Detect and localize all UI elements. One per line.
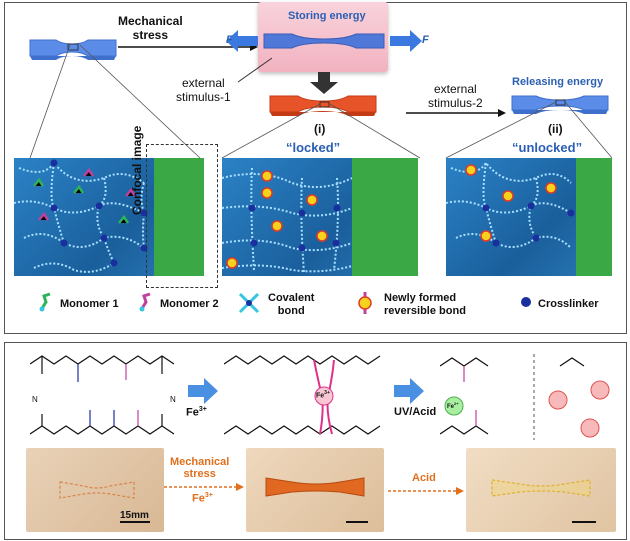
mechanical-stress-photo-label: Mechanical stress bbox=[170, 456, 230, 480]
monomer2-icon bbox=[139, 292, 151, 312]
stimulus-1-connector bbox=[237, 57, 273, 83]
photo-acid bbox=[466, 448, 616, 532]
network-image-locked bbox=[222, 158, 418, 276]
photo-fe3 bbox=[246, 448, 384, 532]
fe3-photo-text: Fe bbox=[192, 492, 205, 505]
force-arrow-left-icon bbox=[226, 30, 258, 52]
fe3-label: Fe3+ bbox=[186, 406, 207, 419]
scale-label: 15mm bbox=[120, 510, 149, 521]
state-ii-label: (ii) bbox=[548, 122, 563, 136]
products-structures bbox=[440, 354, 610, 440]
arrow-down-icon bbox=[310, 72, 338, 94]
photo-original bbox=[26, 448, 164, 532]
reversible-bond-icon bbox=[358, 292, 372, 314]
chem-structure-2 bbox=[224, 355, 381, 435]
ion-fe3-bound: Fe3+ bbox=[316, 390, 330, 399]
legend-covalent-bond: Covalent bond bbox=[268, 292, 315, 317]
chem-structure-1: N N bbox=[30, 355, 176, 435]
force-right-label: F bbox=[422, 34, 429, 46]
external-stimulus-2-label: external stimulus-2 bbox=[428, 82, 483, 110]
ion-fe3-bound-sup: 3+ bbox=[324, 390, 330, 396]
fe3-photo-sup: 3+ bbox=[204, 492, 213, 499]
legend-reversible-bond: Newly formed reversible bond bbox=[384, 292, 466, 317]
svg-text:N: N bbox=[32, 395, 38, 404]
zoom-lines bbox=[29, 44, 613, 159]
svg-text:N: N bbox=[170, 395, 176, 404]
force-arrow-right-icon bbox=[390, 30, 422, 52]
releasing-energy-title: Releasing energy bbox=[512, 76, 604, 88]
ion-fe2-sup: 2+ bbox=[454, 401, 459, 406]
legend-monomer1: Monomer 1 bbox=[60, 298, 119, 310]
confocal-image-label: Confocal image bbox=[130, 125, 144, 215]
mechanical-stress-label: Mechanical stress bbox=[118, 14, 183, 42]
fe3-sup: 3+ bbox=[198, 406, 207, 413]
ion-fe3-bound-text: Fe bbox=[316, 392, 325, 400]
force-left-label: F bbox=[226, 34, 233, 46]
stretched-strip bbox=[263, 33, 385, 49]
locked-strip bbox=[269, 95, 377, 116]
photo-arrow-1-icon bbox=[164, 483, 244, 491]
covalent-bond-icon bbox=[238, 292, 260, 314]
fe3-text: Fe bbox=[186, 406, 199, 419]
crosslinker-icon bbox=[521, 297, 531, 307]
unlocked-label: “unlocked” bbox=[512, 140, 583, 155]
confocal-box bbox=[146, 144, 218, 288]
legend-crosslinker: Crosslinker bbox=[538, 298, 599, 310]
released-strip bbox=[511, 95, 609, 114]
network-image-original bbox=[14, 158, 204, 276]
uv-acid-label: UV/Acid bbox=[394, 406, 437, 418]
storing-energy-title: Storing energy bbox=[288, 10, 366, 22]
fe3-photo-label: Fe3+ bbox=[192, 492, 213, 505]
arrow-right-2-icon bbox=[406, 109, 506, 117]
acid-label: Acid bbox=[412, 472, 436, 484]
state-i-label: (i) bbox=[314, 122, 326, 136]
ion-fe2: Fe2+ bbox=[447, 401, 459, 410]
monomer1-icon bbox=[39, 292, 51, 312]
network-image-unlocked bbox=[446, 158, 612, 276]
ion-fe2-text: Fe bbox=[447, 404, 455, 410]
legend-monomer2: Monomer 2 bbox=[160, 298, 219, 310]
external-stimulus-1-label: external stimulus-1 bbox=[176, 76, 231, 104]
photo-arrow-2-icon bbox=[388, 487, 464, 495]
uv-arrow-icon bbox=[394, 378, 424, 404]
locked-label: “locked” bbox=[286, 140, 341, 155]
fe3-arrow-icon bbox=[188, 378, 218, 404]
